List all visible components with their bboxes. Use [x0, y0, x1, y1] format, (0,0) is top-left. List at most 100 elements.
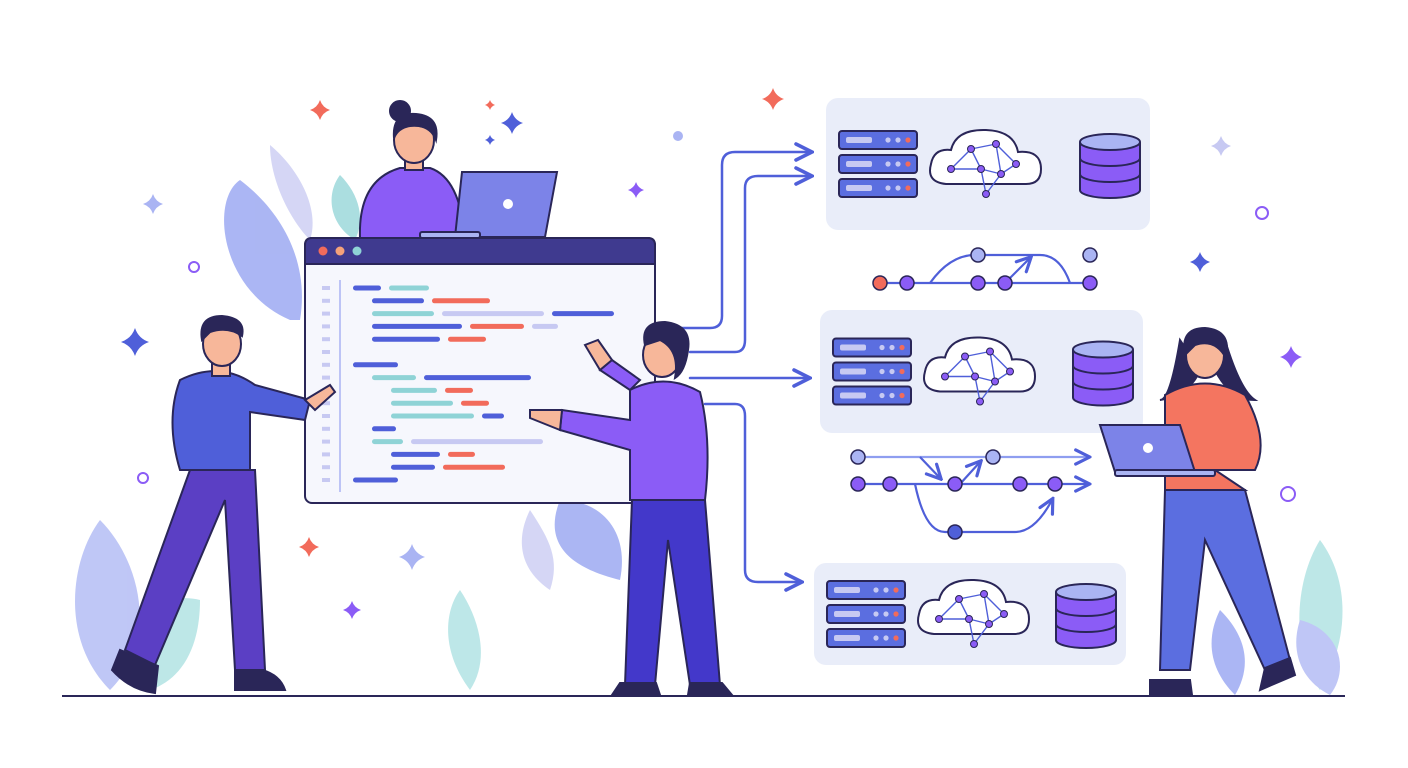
server-led: [905, 185, 911, 191]
line-number: [322, 478, 330, 482]
server-led: [905, 161, 911, 167]
server-led: [893, 611, 899, 617]
server-slot: [834, 611, 860, 617]
network-node: [976, 397, 984, 406]
cloud-shape: [929, 128, 1043, 185]
server-slot: [840, 392, 866, 399]
code-token: [372, 426, 396, 432]
infrastructure-panel: [820, 310, 1143, 433]
network-node: [947, 165, 955, 173]
database-icon: [1072, 340, 1134, 407]
network-link: [995, 143, 1002, 175]
server-led: [879, 344, 885, 351]
commit-node: [970, 275, 986, 291]
server-slot: [834, 635, 860, 641]
cloud-network-icon: [929, 128, 1043, 198]
line-number: [322, 401, 330, 406]
cloud-network-icon: [923, 336, 1037, 406]
sparkle-icon: [501, 112, 523, 134]
commit-node: [872, 275, 888, 291]
network-node: [977, 165, 985, 173]
server-unit: [832, 385, 912, 406]
network-node: [941, 372, 949, 381]
sparkle-icon: [1190, 252, 1210, 272]
server-led: [873, 611, 879, 617]
server-led: [883, 587, 889, 593]
code-token: [448, 451, 475, 457]
database-top: [1079, 133, 1141, 151]
commit-node: [970, 247, 986, 263]
person-middle-pointing: [529, 320, 735, 696]
server-unit: [838, 130, 918, 150]
code-token: [389, 285, 429, 291]
commit-node: [985, 449, 1001, 465]
server-led: [899, 392, 905, 399]
code-token: [411, 439, 543, 445]
network-link: [944, 356, 966, 377]
network-node: [965, 615, 973, 623]
network-node: [980, 590, 988, 598]
server-led: [889, 368, 895, 375]
network-link: [973, 623, 990, 645]
server-unit: [832, 361, 912, 382]
line-number: [322, 286, 330, 290]
server-rack-icon: [838, 130, 918, 198]
decor-rings: [137, 131, 1296, 502]
network-link: [950, 148, 972, 170]
network-link: [983, 593, 990, 625]
server-slot: [840, 368, 866, 375]
code-token: [445, 387, 473, 393]
commit-node: [1047, 476, 1063, 492]
infrastructure-panel: [826, 98, 1150, 230]
commit-node: [850, 449, 866, 465]
sparkle-icon: [485, 135, 495, 145]
sparkle-icon: [628, 182, 644, 198]
server-led: [889, 392, 895, 399]
arrow-icon: [703, 402, 800, 582]
server-led: [899, 344, 905, 351]
server-led: [873, 587, 879, 593]
network-node: [970, 640, 978, 648]
line-number: [322, 311, 330, 316]
server-unit: [826, 628, 906, 648]
server-led: [883, 611, 889, 617]
line-number: [322, 324, 330, 329]
network-link: [979, 381, 996, 402]
code-token: [470, 323, 524, 329]
server-slot: [840, 344, 866, 351]
network-link: [970, 143, 997, 150]
network-node: [985, 620, 993, 628]
network-link: [958, 593, 985, 600]
code-token: [391, 464, 435, 470]
person-top-with-laptop: [358, 100, 559, 239]
network-link: [968, 618, 975, 645]
sparkles: [121, 88, 1302, 619]
network-link: [964, 350, 991, 358]
server-unit: [832, 337, 912, 358]
sparkle-icon: [1280, 346, 1302, 368]
code-token: [442, 311, 544, 317]
network-node: [935, 615, 943, 623]
code-token: [372, 375, 416, 381]
sparkle-icon: [343, 601, 361, 619]
server-led: [873, 635, 879, 641]
server-unit: [838, 178, 918, 198]
network-link: [985, 173, 1002, 195]
server-led: [883, 635, 889, 641]
network-link: [983, 593, 1005, 615]
commit-node: [850, 476, 866, 492]
network-link: [974, 376, 981, 402]
server-rack-icon: [826, 580, 906, 648]
line-number: [322, 426, 330, 431]
code-token: [372, 439, 403, 445]
sparkle-icon: [121, 328, 149, 356]
line-number: [322, 452, 330, 457]
network-link: [995, 143, 1017, 165]
line-number: [322, 298, 330, 303]
commit-node: [1012, 476, 1028, 492]
arrows: [678, 152, 810, 582]
code-token: [432, 298, 490, 304]
infrastructure-panel: [814, 563, 1126, 665]
person-left-pointing: [110, 314, 337, 695]
commit-node: [1082, 247, 1098, 263]
